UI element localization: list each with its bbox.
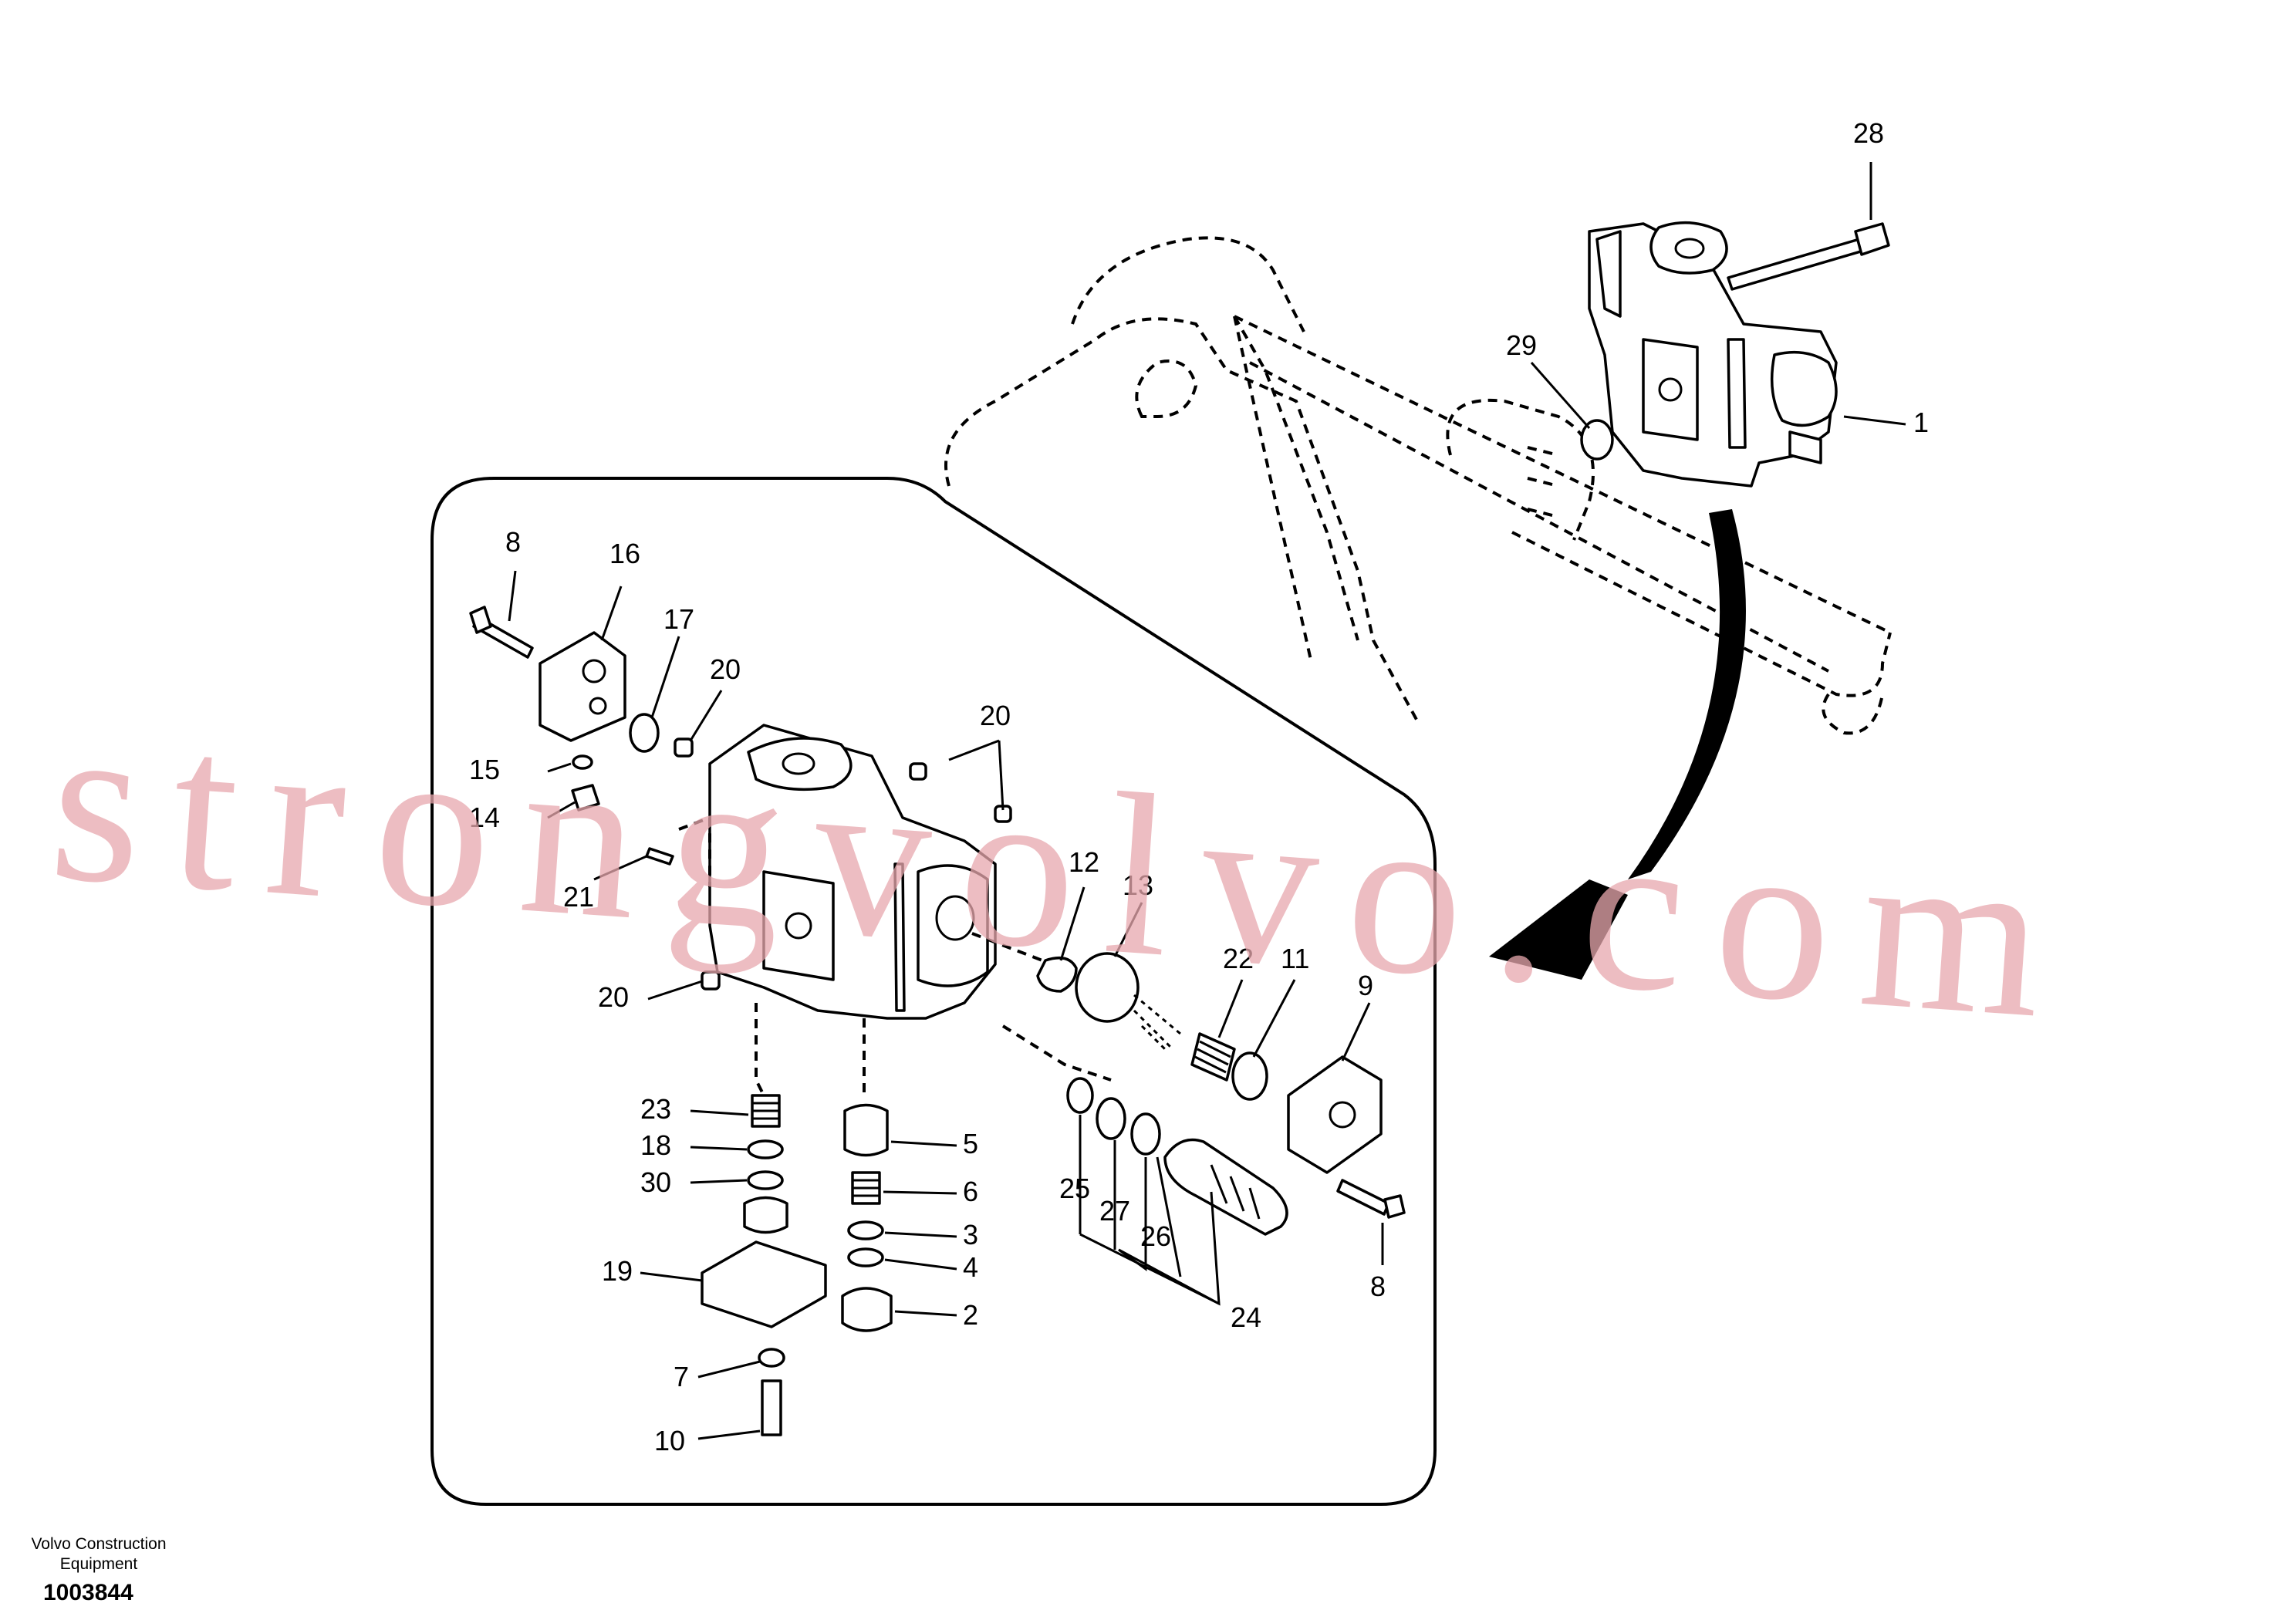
callout-6: 6 <box>963 1176 978 1207</box>
ring-26 <box>1130 1112 1161 1156</box>
watermark: strongvolvo.com <box>44 671 2082 1068</box>
callout-20-a: 20 <box>710 653 741 685</box>
callout-12: 12 <box>1069 846 1099 878</box>
callout-1: 1 <box>1913 407 1929 438</box>
flange-16 <box>539 631 626 742</box>
o-ring-17 <box>629 713 660 753</box>
callout-27: 27 <box>1099 1195 1130 1227</box>
callout-18: 18 <box>640 1129 671 1161</box>
callout-25: 25 <box>1059 1173 1090 1204</box>
boom-context-outline <box>944 236 1892 735</box>
washer-7 <box>758 1348 785 1368</box>
assembly-arrow <box>1489 509 1746 980</box>
screw-21 <box>645 847 674 866</box>
bolt-8-bottom <box>1336 1179 1390 1216</box>
cover-9 <box>1287 1055 1383 1174</box>
callout-20-c: 20 <box>598 981 629 1013</box>
o-ring-18 <box>747 1139 784 1159</box>
callout-11: 11 <box>1281 943 1309 974</box>
callout-30: 30 <box>640 1166 671 1198</box>
callout-28: 28 <box>1853 117 1884 149</box>
callout-22: 22 <box>1223 943 1254 974</box>
fitting-12 <box>1036 956 1078 993</box>
callout-3: 3 <box>963 1219 978 1250</box>
callout-29: 29 <box>1506 329 1537 361</box>
washer-15 <box>572 754 593 770</box>
callout-16: 16 <box>609 538 640 569</box>
leader-lines <box>508 162 1906 1440</box>
o-ring-4 <box>847 1247 884 1267</box>
plug-20c <box>701 970 721 991</box>
plate-19 <box>701 1240 827 1328</box>
callout-8-bottom: 8 <box>1370 1271 1386 1302</box>
document-number: 1003844 <box>43 1580 133 1605</box>
publisher-line-1: Volvo Construction <box>31 1535 167 1553</box>
detail-parts <box>469 606 1406 1436</box>
callout-labels: 28 29 1 8 16 17 20 20 15 14 21 20 12 13 … <box>469 117 1929 1456</box>
callout-17: 17 <box>663 603 694 635</box>
o-ring-29 <box>1580 419 1614 461</box>
bolt-28 <box>1727 222 1890 291</box>
callout-13: 13 <box>1123 869 1153 901</box>
ring-27 <box>1096 1097 1126 1140</box>
callout-2: 2 <box>963 1299 978 1331</box>
valve-assembly <box>1588 221 1838 488</box>
o-ring-30 <box>747 1170 784 1190</box>
callout-7: 7 <box>674 1361 689 1392</box>
plug-20a <box>674 737 694 758</box>
detail-frame <box>430 477 1437 1506</box>
callout-24: 24 <box>1231 1301 1261 1333</box>
cartridge-24 <box>1163 1138 1288 1236</box>
callout-15: 15 <box>469 754 500 785</box>
publisher-line-2: Equipment <box>59 1555 138 1573</box>
piston-5 <box>843 1103 889 1157</box>
callout-10: 10 <box>654 1425 685 1456</box>
callout-20-b: 20 <box>980 700 1011 731</box>
sleeve-13 <box>1075 952 1140 1023</box>
callout-4: 4 <box>963 1251 978 1283</box>
callout-21: 21 <box>563 881 594 913</box>
o-ring-11 <box>1231 1051 1268 1101</box>
callout-14: 14 <box>469 802 500 833</box>
plug-2 <box>841 1287 893 1332</box>
callout-26: 26 <box>1140 1220 1171 1252</box>
callout-5: 5 <box>963 1128 978 1159</box>
bolt-10 <box>761 1379 782 1436</box>
callout-23: 23 <box>640 1093 671 1125</box>
callout-8-top: 8 <box>505 526 521 558</box>
ring-25 <box>1066 1077 1094 1114</box>
callout-19: 19 <box>602 1255 633 1287</box>
o-ring-3 <box>847 1220 884 1240</box>
plug-14 <box>571 784 600 812</box>
callout-9: 9 <box>1358 970 1373 1001</box>
